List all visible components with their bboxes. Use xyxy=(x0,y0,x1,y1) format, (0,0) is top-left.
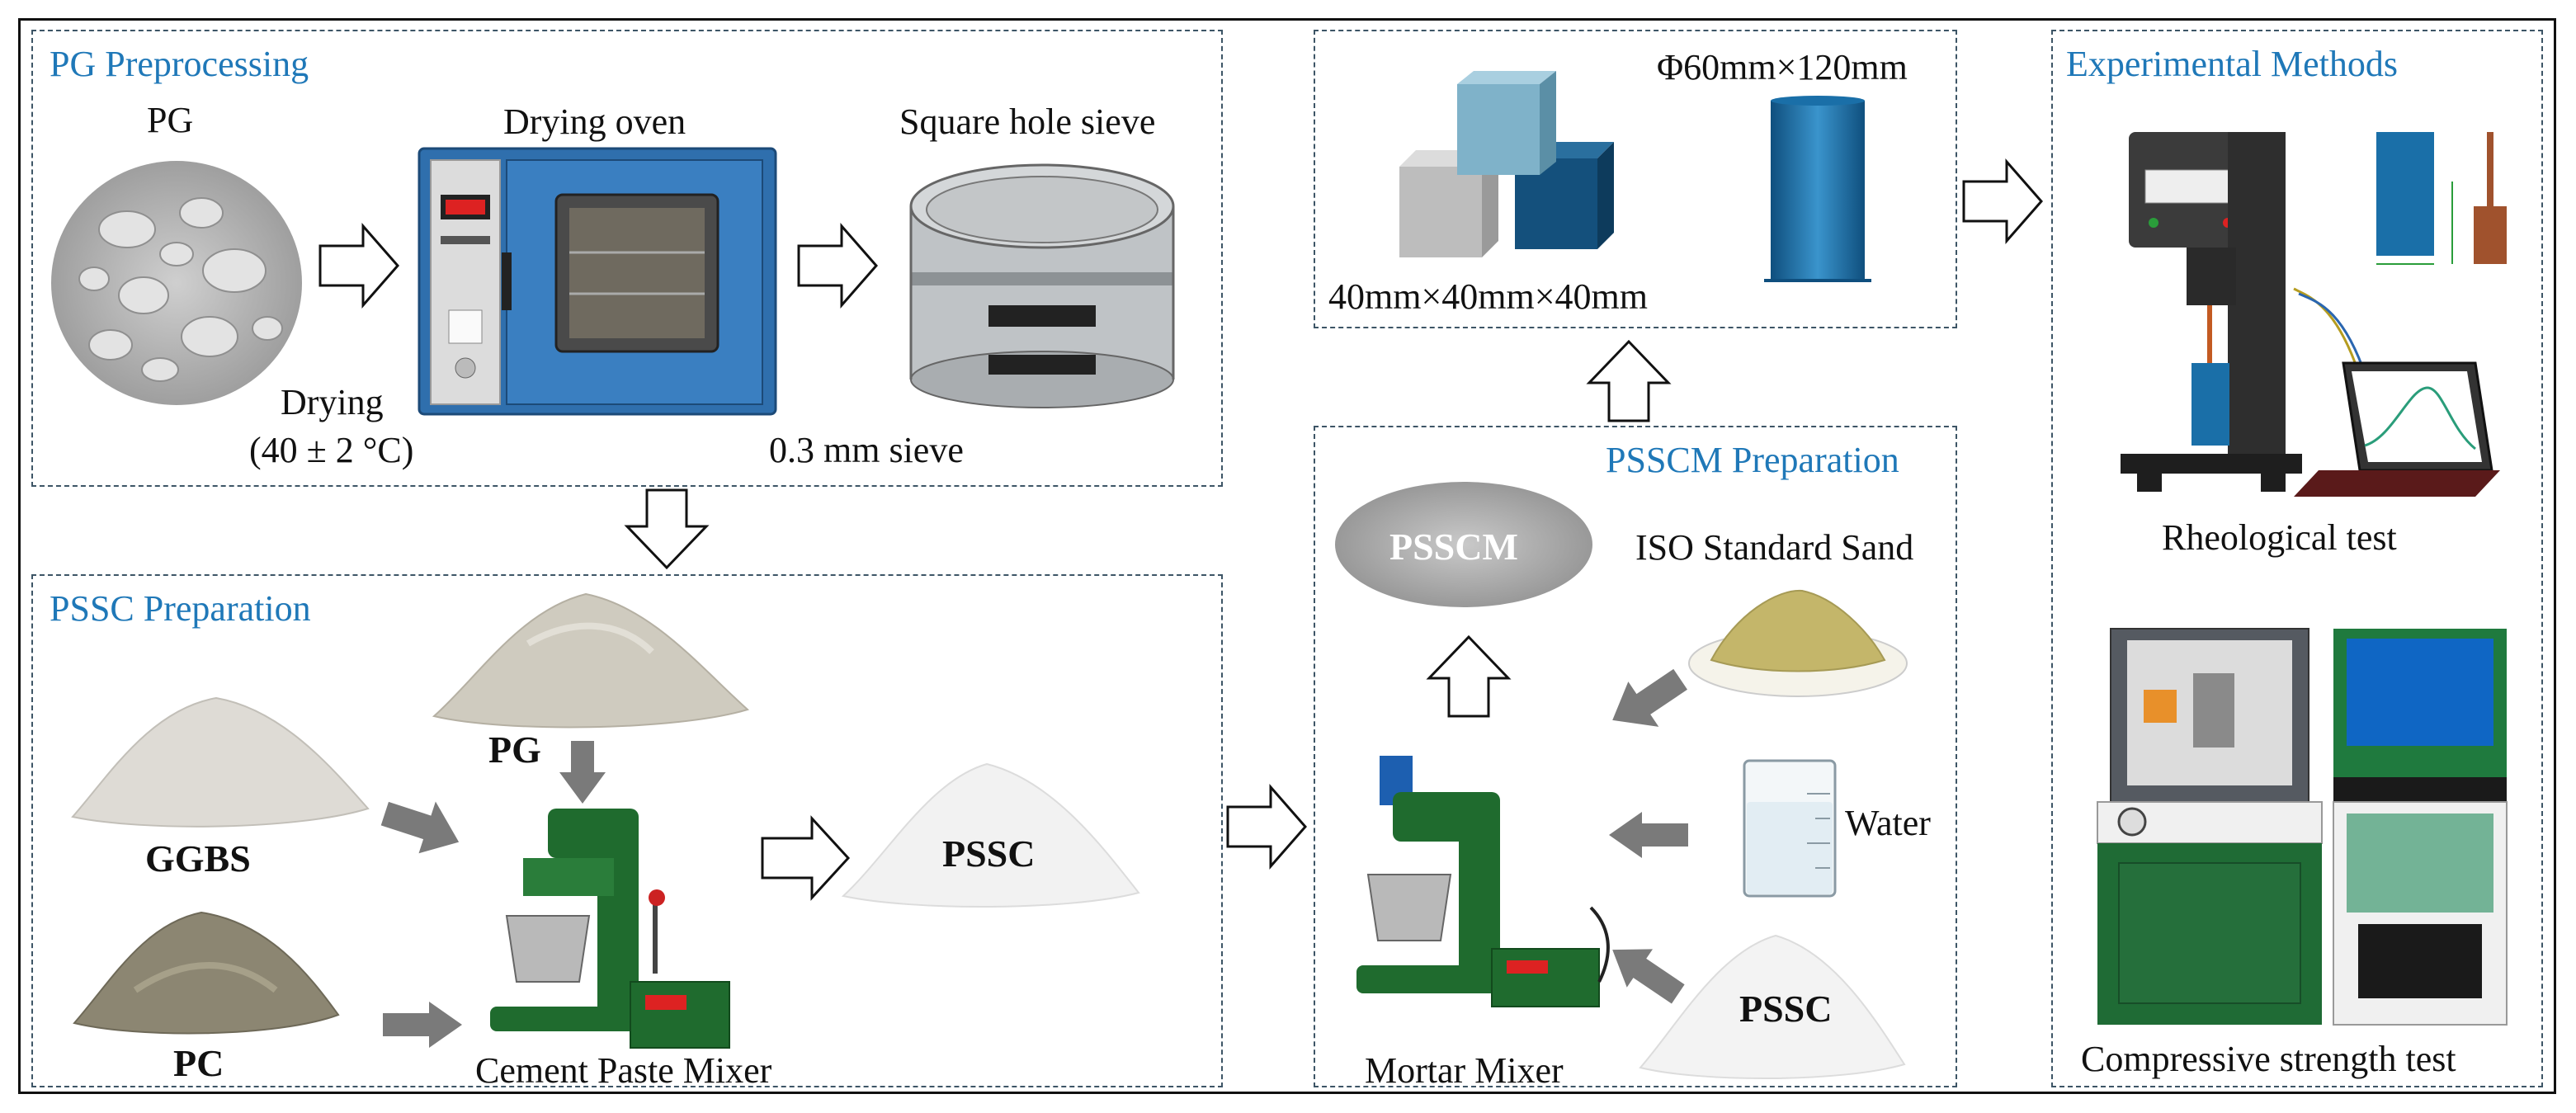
psscm-pssc-powder-pile xyxy=(1635,919,1908,1084)
panel-title-pg-preprocessing: PG Preprocessing xyxy=(50,44,309,84)
drying-label: Drying xyxy=(281,382,384,422)
arrow-specimens-to-experiments xyxy=(1962,158,2045,244)
iso-sand-label: ISO Standard Sand xyxy=(1635,527,1914,568)
pg-raw-label: PG xyxy=(147,100,194,140)
compressive-strength-test-label: Compressive strength test xyxy=(2081,1039,2456,1079)
cylinder-size-label: Φ60mm×120mm xyxy=(1657,47,1908,87)
arrow-pssc-to-psscm xyxy=(1226,784,1309,870)
panel-pssc-preparation xyxy=(31,574,1223,1087)
arrow-pssc-into-mortar-mixer xyxy=(1604,947,1687,1013)
mortar-mixer-photo xyxy=(1343,743,1616,1015)
water-beaker-photo xyxy=(1738,752,1842,901)
arrow-psscm-to-specimens xyxy=(1586,339,1672,422)
ggbs-label: GGBS xyxy=(145,837,251,880)
drying-temp-label: (40 ± 2 °C) xyxy=(249,430,414,470)
pssc-output-label: PSSC xyxy=(942,832,1036,875)
arrow-ggbs-into-mixer xyxy=(380,797,464,855)
psscm-photo xyxy=(1332,479,1596,611)
cube-size-label: 40mm×40mm×40mm xyxy=(1328,276,1648,317)
rheometer-illustration xyxy=(2104,116,2525,503)
rheological-test-label: Rheological test xyxy=(2162,517,2397,558)
square-hole-sieve-photo xyxy=(898,157,1187,413)
ggbs-powder-pile xyxy=(68,685,373,833)
arrow-pg-to-oven xyxy=(318,223,401,309)
pc-label: PC xyxy=(173,1042,224,1084)
panel-title-pssc-preparation: PSSC Preparation xyxy=(50,588,311,629)
pssc-pg-label: PG xyxy=(488,729,541,771)
sieve-size-label: 0.3 mm sieve xyxy=(769,430,964,470)
psscm-pssc-label: PSSC xyxy=(1739,988,1833,1030)
arrow-pg-into-mixer xyxy=(558,739,607,805)
panel-pg-preprocessing xyxy=(31,30,1223,487)
water-label: Water xyxy=(1845,803,1931,843)
drying-oven-photo xyxy=(416,145,779,417)
arrow-water-into-mixer xyxy=(1607,810,1690,860)
arrow-oven-to-sieve xyxy=(797,223,880,309)
pg-powder-pile xyxy=(429,578,751,734)
pc-powder-pile xyxy=(69,899,342,1040)
outer-frame xyxy=(18,18,2556,1094)
psscm-label: PSSCM xyxy=(1389,526,1518,568)
cement-paste-mixer-photo xyxy=(474,800,754,1056)
arrow-pc-into-mixer xyxy=(381,1000,464,1049)
compression-machine-photo xyxy=(2086,615,2515,1036)
drying-oven-label: Drying oven xyxy=(503,101,686,142)
panel-experimental-methods xyxy=(2051,30,2543,1087)
pg-raw-photo xyxy=(45,155,309,411)
iso-sand-photo xyxy=(1687,581,1909,705)
arrow-preprocessing-to-pssc xyxy=(624,488,710,571)
arrow-mixer-to-pssc xyxy=(761,815,852,901)
arrow-sand-into-mixer xyxy=(1604,665,1687,739)
pssc-powder-pile xyxy=(838,748,1144,913)
panel-specimens xyxy=(1314,30,1957,328)
mortar-mixer-label: Mortar Mixer xyxy=(1365,1050,1564,1091)
panel-title-experimental-methods: Experimental Methods xyxy=(2066,44,2399,84)
cement-paste-mixer-label: Cement Paste Mixer xyxy=(475,1050,772,1091)
sieve-label: Square hole sieve xyxy=(899,101,1156,142)
arrow-mortar-to-psscm xyxy=(1426,634,1512,718)
specimen-cylinder xyxy=(1764,94,1871,289)
specimen-cubes xyxy=(1391,68,1639,274)
panel-title-psscm-preparation: PSSCM Preparation xyxy=(1606,440,1899,480)
panel-psscm-preparation xyxy=(1314,426,1957,1087)
